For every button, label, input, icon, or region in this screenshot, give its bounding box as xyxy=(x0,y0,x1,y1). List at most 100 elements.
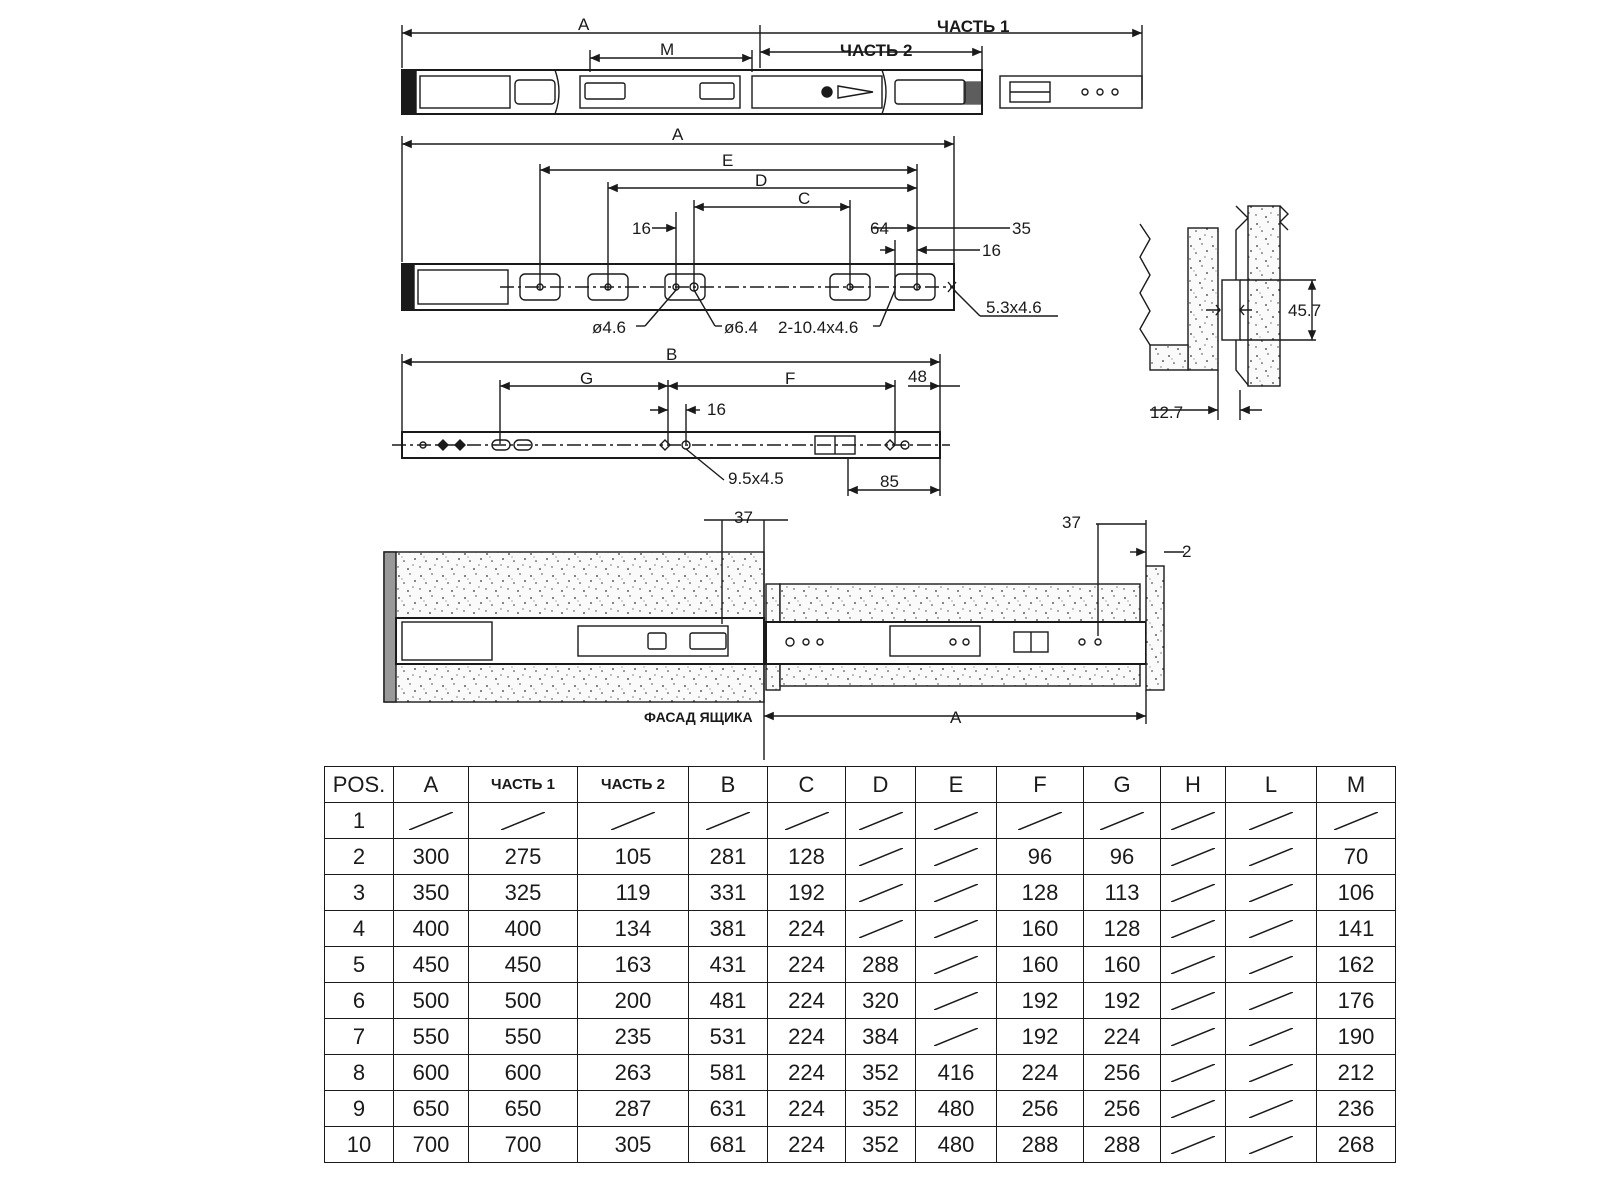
value-cell xyxy=(915,1018,997,1055)
value-cell: 256 xyxy=(1083,1090,1161,1127)
value-cell: 128 xyxy=(1083,910,1161,947)
value-cell: 96 xyxy=(996,838,1084,875)
label-16-c: 16 xyxy=(707,400,726,419)
label-37-a: 37 xyxy=(734,508,753,527)
value-cell xyxy=(915,802,997,839)
label-part2: ЧАСТЬ 2 xyxy=(840,41,912,60)
value-cell: 224 xyxy=(996,1054,1084,1091)
value-cell: 352 xyxy=(845,1126,916,1163)
value-cell xyxy=(915,910,997,947)
value-cell xyxy=(1083,802,1161,839)
value-cell: 162 xyxy=(1316,946,1396,983)
value-cell: 128 xyxy=(767,838,846,875)
value-cell: 288 xyxy=(845,946,916,983)
value-cell: 352 xyxy=(845,1054,916,1091)
label-64: 64 xyxy=(870,219,889,238)
value-cell: 700 xyxy=(393,1126,469,1163)
value-cell: 192 xyxy=(767,874,846,911)
value-cell: 287 xyxy=(577,1090,689,1127)
value-cell xyxy=(845,802,916,839)
value-cell: 325 xyxy=(468,874,578,911)
value-cell: 600 xyxy=(468,1054,578,1091)
column-header: A xyxy=(393,766,469,803)
value-cell: 134 xyxy=(577,910,689,947)
value-cell: 160 xyxy=(1083,946,1161,983)
value-cell: 481 xyxy=(688,982,768,1019)
value-cell: 200 xyxy=(577,982,689,1019)
side-section-view xyxy=(1139,205,1317,420)
value-cell: 600 xyxy=(393,1054,469,1091)
value-cell: 268 xyxy=(1316,1126,1396,1163)
value-cell: 119 xyxy=(577,874,689,911)
value-cell: 192 xyxy=(996,982,1084,1019)
value-cell xyxy=(468,802,578,839)
value-cell xyxy=(1225,1126,1317,1163)
value-cell xyxy=(1160,874,1226,911)
value-cell xyxy=(845,838,916,875)
pos-cell: 7 xyxy=(324,1018,394,1055)
value-cell: 236 xyxy=(1316,1090,1396,1127)
label-g: G xyxy=(580,369,593,388)
value-cell: 106 xyxy=(1316,874,1396,911)
value-cell: 70 xyxy=(1316,838,1396,875)
column-header: D xyxy=(845,766,916,803)
label-f: F xyxy=(785,369,795,388)
value-cell: 224 xyxy=(1083,1018,1161,1055)
value-cell: 381 xyxy=(688,910,768,947)
value-cell xyxy=(1225,982,1317,1019)
value-cell: 650 xyxy=(468,1090,578,1127)
pos-cell: 2 xyxy=(324,838,394,875)
value-cell: 192 xyxy=(996,1018,1084,1055)
value-cell: 650 xyxy=(393,1090,469,1127)
value-cell: 480 xyxy=(915,1126,997,1163)
value-cell: 352 xyxy=(845,1090,916,1127)
value-cell: 263 xyxy=(577,1054,689,1091)
value-cell xyxy=(1225,1090,1317,1127)
value-cell xyxy=(1225,910,1317,947)
value-cell: 190 xyxy=(1316,1018,1396,1055)
column-header: H xyxy=(1160,766,1226,803)
value-cell xyxy=(767,802,846,839)
value-cell xyxy=(1160,910,1226,947)
value-cell: 256 xyxy=(996,1090,1084,1127)
value-cell: 431 xyxy=(688,946,768,983)
column-header: C xyxy=(767,766,846,803)
label-a-mid: A xyxy=(672,125,684,144)
value-cell xyxy=(915,874,997,911)
value-cell: 281 xyxy=(688,838,768,875)
value-cell: 450 xyxy=(393,946,469,983)
value-cell xyxy=(688,802,768,839)
value-cell: 331 xyxy=(688,874,768,911)
value-cell: 113 xyxy=(1083,874,1161,911)
value-cell xyxy=(1225,1018,1317,1055)
value-cell: 235 xyxy=(577,1018,689,1055)
value-cell: 700 xyxy=(468,1126,578,1163)
value-cell: 300 xyxy=(393,838,469,875)
value-cell: 96 xyxy=(1083,838,1161,875)
value-cell: 416 xyxy=(915,1054,997,1091)
value-cell: 320 xyxy=(845,982,916,1019)
value-cell xyxy=(996,802,1084,839)
value-cell: 224 xyxy=(767,1090,846,1127)
column-header: M xyxy=(1316,766,1396,803)
value-cell: 275 xyxy=(468,838,578,875)
value-cell xyxy=(915,946,997,983)
value-cell: 212 xyxy=(1316,1054,1396,1091)
pos-cell: 3 xyxy=(324,874,394,911)
value-cell: 550 xyxy=(468,1018,578,1055)
value-cell: 350 xyxy=(393,874,469,911)
value-cell xyxy=(1225,1054,1317,1091)
value-cell xyxy=(1225,874,1317,911)
column-header: ЧАСТЬ 1 xyxy=(468,766,578,803)
value-cell: 550 xyxy=(393,1018,469,1055)
value-cell xyxy=(1225,838,1317,875)
label-hole-46: ø4.6 xyxy=(592,318,626,337)
